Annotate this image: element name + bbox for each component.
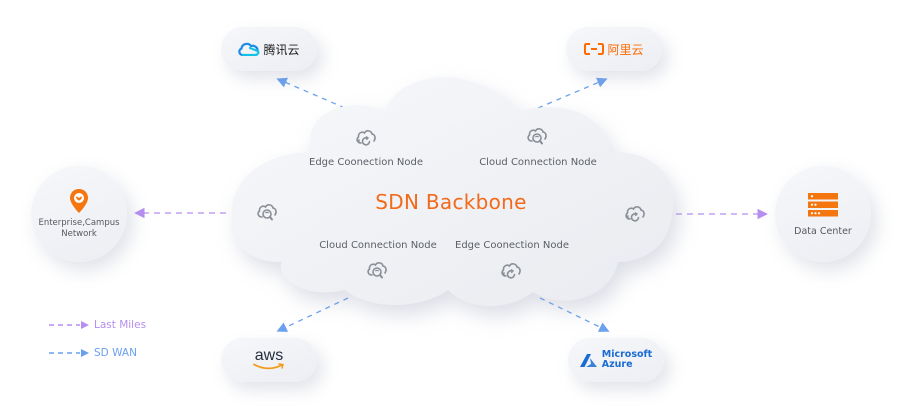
aliyun-logo-icon bbox=[584, 43, 605, 55]
cloud-connection-node-label-top: Cloud Connection Node bbox=[479, 157, 597, 168]
legend-last-miles-arrow-icon bbox=[49, 321, 89, 329]
legend-sd-wan-label: SD WAN bbox=[94, 347, 137, 359]
legend-sd-wan: SD WAN bbox=[48, 347, 137, 359]
aws-label: aws bbox=[254, 347, 284, 364]
connection-tencent bbox=[276, 77, 346, 109]
legend-last-miles: Last Miles bbox=[48, 319, 146, 331]
data-center-node[interactable]: Data Center bbox=[775, 166, 871, 262]
sdn-backbone-title: SDN Backbone bbox=[375, 190, 527, 214]
aws-smile-icon bbox=[253, 363, 284, 370]
enterprise-campus-node[interactable]: Enterprise,Campus Network bbox=[31, 166, 127, 262]
aliyun-label: 阿里云 bbox=[607, 42, 644, 57]
cloud-search-icon bbox=[527, 128, 547, 145]
tencent-cloud-logo-icon bbox=[238, 42, 260, 56]
legend-sd-wan-arrow-icon bbox=[49, 349, 89, 357]
cloud-connection-node-label-bottom: Cloud Connection Node bbox=[319, 240, 437, 251]
azure-label-microsoft: Microsoft bbox=[601, 349, 653, 360]
azure-label-azure: Azure bbox=[601, 359, 633, 370]
edge-connection-node-label-bottom: Edge Coonection Node bbox=[455, 240, 569, 251]
connection-aws bbox=[276, 297, 349, 332]
azure-logo-icon bbox=[579, 353, 597, 367]
aliyun-node[interactable]: 阿里云 bbox=[566, 27, 662, 71]
tencent-cloud-node[interactable]: 腾讯云 bbox=[221, 27, 317, 71]
aws-node[interactable]: aws bbox=[221, 338, 317, 382]
cloud-search-icon bbox=[257, 204, 277, 221]
legend-last-miles-label: Last Miles bbox=[94, 319, 147, 331]
tencent-cloud-label: 腾讯云 bbox=[263, 42, 300, 57]
location-pin-icon bbox=[70, 189, 88, 213]
enterprise-label-line1: Enterprise,Campus bbox=[38, 218, 120, 228]
cloud-refresh-icon bbox=[501, 263, 521, 279]
connection-azure bbox=[539, 297, 610, 332]
cloud-refresh-icon bbox=[625, 206, 645, 222]
data-center-label: Data Center bbox=[794, 225, 852, 237]
edge-connection-node-label-top: Edge Coonection Node bbox=[309, 157, 423, 168]
cloud-search-icon bbox=[367, 262, 387, 279]
server-stack-icon bbox=[808, 192, 838, 216]
enterprise-label-line2: Network bbox=[61, 229, 97, 239]
cloud-refresh-icon bbox=[356, 130, 376, 146]
azure-node[interactable]: Microsoft Azure bbox=[568, 338, 664, 382]
sdn-backbone-cloud bbox=[231, 77, 674, 306]
connection-aliyun bbox=[537, 77, 608, 109]
